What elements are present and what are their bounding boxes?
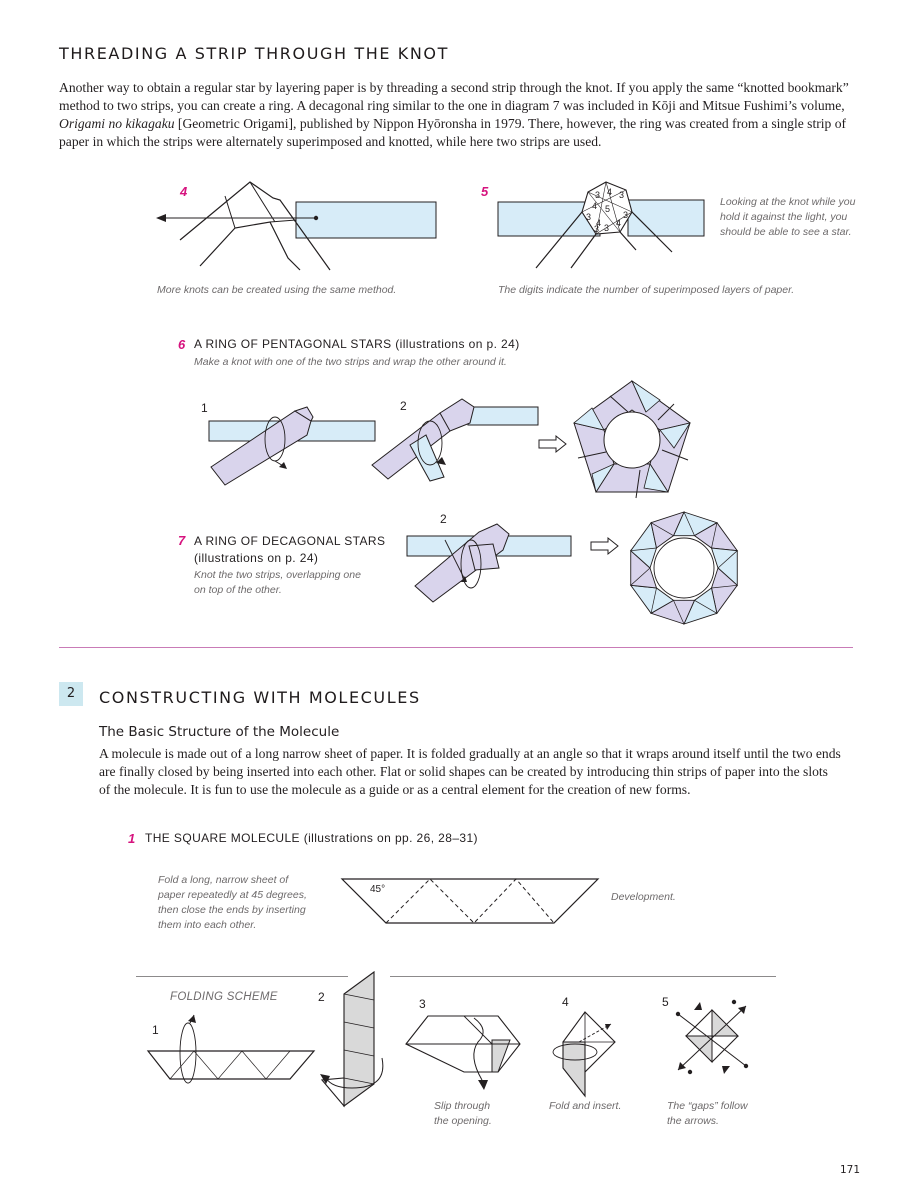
fs-step1-diagram [146, 1014, 316, 1084]
step7-arrow [590, 536, 619, 556]
fs5-caption: The “gaps” follow the arrows. [667, 1100, 748, 1127]
fs-step5-label: 5 [662, 995, 669, 1009]
pentagonal-ring [573, 379, 691, 499]
step6-heading: A RING OF PENTAGONAL STARS (illustration… [194, 337, 520, 351]
star-digit: 4 [616, 218, 621, 228]
star-digit: 4 [596, 218, 601, 228]
fs-step3-diagram [405, 1015, 521, 1090]
fs-step4-label: 4 [562, 995, 569, 1009]
ring-fold-line [630, 567, 651, 586]
book-title-italic: Origami no kikagaku [59, 116, 175, 131]
step7-ref: (illustrations on p. 24) [194, 551, 319, 565]
fs-step5-diagram [675, 999, 749, 1075]
step7-sub2-label: 2 [440, 512, 447, 526]
ring-hole [653, 537, 715, 599]
step6-sub1-label: 1 [201, 401, 208, 415]
step6-sub1-diagram [208, 406, 376, 486]
star-digit: 3 [586, 212, 591, 222]
ring-fold-line [650, 522, 674, 536]
step4-diagram [156, 181, 437, 271]
fs-step3-label: 3 [419, 997, 426, 1011]
fs3-caption: Slip through the opening. [434, 1100, 492, 1127]
section-title-threading: THREADING A STRIP THROUGH THE KNOT [59, 44, 449, 63]
fs-step2-diagram [320, 970, 384, 1108]
molecule-step1-heading: THE SQUARE MOLECULE (illustrations on pp… [145, 831, 478, 845]
ring-fold-line [673, 600, 685, 625]
step7-title: A RING OF DECAGONAL STARS [194, 534, 386, 548]
step6-title: A RING OF PENTAGONAL STARS [194, 337, 392, 351]
section2-paragraph: A molecule is made out of a long narrow … [99, 746, 841, 797]
star-digit: 4 [592, 201, 597, 211]
decagonal-ring [629, 511, 739, 625]
ring-fold-line [717, 550, 738, 569]
section-divider [59, 647, 853, 648]
star-digit: 3 [623, 210, 628, 220]
step7-sub2-diagram [406, 523, 572, 603]
section-badge: 2 [59, 682, 83, 706]
molecule-step1-number: 1 [128, 831, 136, 846]
step6-sub2-diagram [371, 398, 539, 482]
step5-caption: The digits indicate the number of superi… [498, 284, 795, 296]
fs4-caption: Fold and insert. [549, 1100, 622, 1112]
step6-ref: (illustrations on p. 24) [395, 337, 520, 351]
para-line-3: Origami no kikagaku [Geometric Origami],… [59, 115, 859, 133]
molecule-step1-ref: (illustrations on pp. 26, 28–31) [303, 831, 478, 845]
step6-sub2-label: 2 [400, 399, 407, 413]
page-number: 171 [840, 1164, 861, 1176]
ring-fold-line [683, 511, 695, 536]
star-digit: 3 [619, 190, 624, 200]
fold-note: Fold a long, narrow sheet of paper repea… [158, 874, 307, 931]
step7-heading: A RING OF DECAGONAL STARS (illustrations… [194, 533, 385, 567]
section1-paragraph: Another way to obtain a regular star by … [59, 79, 859, 151]
step5-note: Looking at the knot while you hold it ag… [720, 196, 856, 238]
folding-scheme-label: FOLDING SCHEME [170, 991, 278, 1003]
fs-step1-label: 1 [152, 1023, 159, 1037]
section-title-molecules: CONSTRUCTING WITH MOLECULES [99, 688, 421, 707]
development-label: Development. [611, 891, 676, 903]
star-digit: 3 [594, 224, 599, 234]
star-digit: 3 [604, 223, 609, 233]
fs-step2-label: 2 [318, 990, 325, 1004]
molecule-step1-title: THE SQUARE MOLECULE [145, 831, 300, 845]
step4-caption: More knots can be created using the same… [157, 284, 397, 296]
step6-description: Make a knot with one of the two strips a… [194, 356, 507, 368]
star-digit: 5 [605, 204, 610, 214]
ring-fold-line [630, 547, 657, 552]
section2-subtitle: The Basic Structure of the Molecule [99, 724, 340, 740]
star-digit: 3 [595, 190, 600, 200]
scheme-rule-left [136, 976, 348, 977]
development-diagram: 45° [340, 878, 600, 924]
step6-arrow [538, 434, 567, 454]
step7-description: Knot the two strips, overlapping one on … [194, 569, 361, 596]
ring-fold-line [711, 584, 738, 589]
para-line-3-rest: [Geometric Origami], published by Nippon… [174, 116, 847, 131]
ring-fold-line [711, 522, 718, 549]
star-digit: 4 [607, 187, 612, 197]
ring-fold-line [650, 587, 657, 614]
step5-diagram: 3 4 3 4 5 3 3 4 3 4 3 [497, 181, 705, 269]
step6-number: 6 [178, 337, 186, 352]
step5-number: 5 [481, 184, 489, 199]
step4-number: 4 [180, 184, 188, 199]
step7-number: 7 [178, 533, 186, 548]
scheme-rule-right [390, 976, 776, 977]
para-line-1: Another way to obtain a regular star by … [59, 80, 849, 95]
ring-fold-line [694, 600, 718, 614]
para-line-2: method to two strips, you can create a r… [59, 98, 845, 113]
angle-label: 45° [370, 884, 385, 895]
fs-step4-diagram [552, 1011, 616, 1098]
para-line-4: paper in which the strips were alternate… [59, 134, 602, 149]
